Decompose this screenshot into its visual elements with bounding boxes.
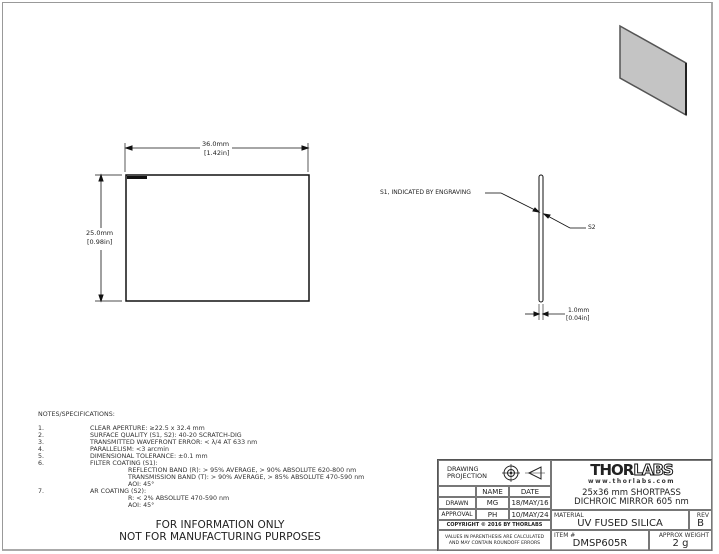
note-item: 7. AR COATING (S2): xyxy=(38,488,364,495)
notes-title: NOTES/SPECIFICATIONS: xyxy=(38,411,115,418)
copyright: COPYRIGHT © 2016 BY THORLABS xyxy=(438,520,551,530)
note-item: 1. CLEAR APERTURE: ≥22.5 x 32.4 mm xyxy=(38,425,364,432)
note-item: 2. SURFACE QUALITY (S1, S2): 40-20 SCRATC… xyxy=(38,432,364,439)
height-dimension-in: [0.98in] xyxy=(87,238,113,246)
weight-cell: APPROX WEIGHT 2 g xyxy=(649,530,712,551)
item-cell: ITEM # DMSP605R xyxy=(551,530,649,551)
notes-specifications: NOTES/SPECIFICATIONS: 1. CLEAR APERTURE: … xyxy=(38,411,364,509)
projection-cell: DRAWING PROJECTION xyxy=(438,460,551,486)
weight-label: APPROX WEIGHT xyxy=(658,532,709,539)
date-header: DATE xyxy=(509,486,551,497)
disclaimer-line: FOR INFORMATION ONLY xyxy=(155,519,285,531)
note-item: 6. FILTER COATING (S1): xyxy=(38,460,364,467)
front-view xyxy=(95,143,310,303)
website: www.thorlabs.com xyxy=(588,477,675,485)
note-text: AR COATING (S2): xyxy=(90,488,147,495)
side-view xyxy=(485,174,586,320)
material-label: MATERIAL xyxy=(554,512,584,519)
material-value: UV FUSED SILICA xyxy=(577,517,663,529)
note-text: CLEAR APERTURE: ≥22.5 x 32.4 mm xyxy=(90,425,205,432)
third-angle-projection-icon xyxy=(501,464,545,482)
width-dimension-mm: 36.0mm xyxy=(202,140,230,148)
rev-cell: REV B xyxy=(689,510,712,530)
note-number: 7. xyxy=(38,488,45,495)
title-block: DRAWING PROJECTION NAME DATE DRAWN MG 18… xyxy=(437,459,712,551)
note-number: 4. xyxy=(38,446,45,453)
part-title: 25x36 mm SHORTPASS DICHROIC MIRROR 605 n… xyxy=(551,486,712,510)
note-text: TRANSMITTED WAVEFRONT ERROR: < λ/4 AT 63… xyxy=(90,439,258,446)
note-text: SURFACE QUALITY (S1, S2): 40-20 SCRATCH-… xyxy=(90,432,242,439)
note-number: 3. xyxy=(38,439,45,446)
width-dimension-in: [1.42in] xyxy=(204,149,230,157)
note-text: FILTER COATING (S1): xyxy=(90,460,158,467)
note-subitem: R: < 2% ABSOLUTE 470-590 nm xyxy=(128,495,230,502)
disclaimer-line: NOT FOR MANUFACTURING PURPOSES xyxy=(119,531,321,543)
s2-label: S2 xyxy=(588,224,596,231)
thickness-dimension-mm: 1.0mm xyxy=(568,307,590,314)
projection-label: DRAWING PROJECTION xyxy=(447,465,487,480)
drawn-name: MG xyxy=(476,497,509,509)
note-number: 1. xyxy=(38,425,45,432)
values-note: VALUES IN PARENTHESIS ARE CALCULATED AND… xyxy=(438,530,551,551)
drawing-views xyxy=(95,24,687,320)
approval-date: 10/MAY/24 xyxy=(509,509,551,520)
engraving-mark xyxy=(127,176,147,179)
height-dimension-mm: 25.0mm xyxy=(86,229,114,237)
values-note-line: VALUES IN PARENTHESIS ARE CALCULATED xyxy=(444,534,545,540)
blank-cell xyxy=(438,486,476,497)
thickness-dimension-in: [0.04in] xyxy=(566,315,590,322)
item-label: ITEM # xyxy=(554,532,576,539)
note-item: 4. PARALLELISM: <3 arcmin xyxy=(38,446,364,453)
note-item: 3. TRANSMITTED WAVEFRONT ERROR: < λ/4 AT … xyxy=(38,439,364,446)
thorlabs-logo: THORLABS xyxy=(590,460,674,479)
disclaimer: FOR INFORMATION ONLY NOT FOR MANUFACTURI… xyxy=(100,519,340,543)
approval-name: PH xyxy=(476,509,509,520)
note-number: 6. xyxy=(38,460,45,467)
drawn-date: 18/MAY/16 xyxy=(509,497,551,509)
part-title-line: DICHROIC MIRROR 605 nm xyxy=(574,496,689,507)
material-cell: MATERIAL UV FUSED SILICA xyxy=(551,510,689,530)
note-subitem: REFLECTION BAND (R): > 95% AVERAGE, > 90… xyxy=(128,467,357,474)
isometric-view xyxy=(619,24,687,117)
note-number: 2. xyxy=(38,432,45,439)
weight-value: 2 g xyxy=(672,538,689,549)
note-subitem: AOI: 45° xyxy=(128,481,155,488)
part-title-line: 25x36 mm SHORTPASS xyxy=(582,487,681,498)
note-subitem: TRANSMISSION BAND (T): > 90% AVERAGE, > … xyxy=(128,474,365,481)
note-text: PARALLELISM: <3 arcmin xyxy=(90,446,169,453)
rev-value: B xyxy=(697,517,704,529)
approval-label: APPROVAL xyxy=(438,509,476,520)
logo-cell: THORLABS www.thorlabs.com xyxy=(551,460,712,486)
item-number: DMSP605R xyxy=(572,538,628,549)
rev-label: REV xyxy=(696,512,709,519)
s1-label: S1, INDICATED BY ENGRAVING xyxy=(380,189,471,196)
drawn-label: DRAWN xyxy=(438,497,476,509)
note-subitem: AOI: 45° xyxy=(128,502,155,509)
note-number: 5. xyxy=(38,453,45,460)
note-text: DIMENSIONAL TOLERANCE: ±0.1 mm xyxy=(90,453,208,460)
values-note-line: AND MAY CONTAIN ROUNDOFF ERRORS xyxy=(448,540,541,546)
name-header: NAME xyxy=(476,486,509,497)
drawing-frame xyxy=(2,2,713,551)
note-item: 5. DIMENSIONAL TOLERANCE: ±0.1 mm xyxy=(38,453,364,460)
